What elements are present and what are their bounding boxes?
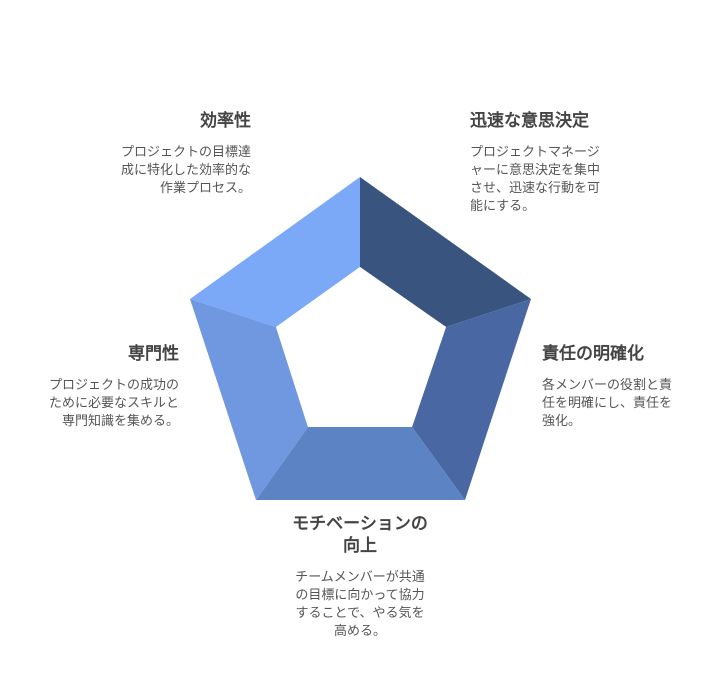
label-responsibility: 責任の明確化 各メンバーの役割と責 任を明確にし、責任を 強化。: [542, 343, 712, 431]
segment-expertise: [190, 299, 308, 500]
label-expertise: 専門性 プロジェクトの成功の ために必要なスキルと 専門知識を集める。: [9, 343, 179, 431]
segment-responsibility: [412, 299, 531, 500]
label-motivation: モチベーションの 向上 チームメンバーが共通 の目標に向かって協力 することで、…: [240, 513, 480, 641]
label-quick-decision: 迅速な意思決定 プロジェクトマネージ ャーに意思決定を集中 させ、迅速な行動を可…: [470, 110, 670, 216]
efficiency-desc: プロジェクトの目標達 成に特化した効率的な 作業プロセス。: [120, 145, 251, 196]
efficiency-title: 効率性: [200, 111, 251, 131]
segment-motivation: [256, 427, 465, 500]
inner-pentagon: [276, 267, 446, 427]
motivation-title: モチベーションの 向上: [292, 514, 428, 556]
expertise-desc: プロジェクトの成功の ために必要なスキルと 専門知識を集める。: [48, 378, 179, 429]
segment-efficiency: [190, 177, 360, 327]
label-efficiency: 効率性 プロジェクトの目標達 成に特化した効率的な 作業プロセス。: [51, 110, 251, 198]
expertise-title: 専門性: [128, 344, 179, 364]
responsibility-desc: 各メンバーの役割と責 任を明確にし、責任を 強化。: [542, 378, 673, 429]
quick-decision-title: 迅速な意思決定: [470, 111, 589, 131]
quick-decision-desc: プロジェクトマネージ ャーに意思決定を集中 させ、迅速な行動を可 能にする。: [470, 145, 601, 214]
segment-quick-decision: [360, 177, 531, 327]
motivation-desc: チームメンバーが共通 の目標に向かって協力 することで、やる気を 高める。: [295, 570, 425, 639]
responsibility-title: 責任の明確化: [542, 344, 644, 364]
